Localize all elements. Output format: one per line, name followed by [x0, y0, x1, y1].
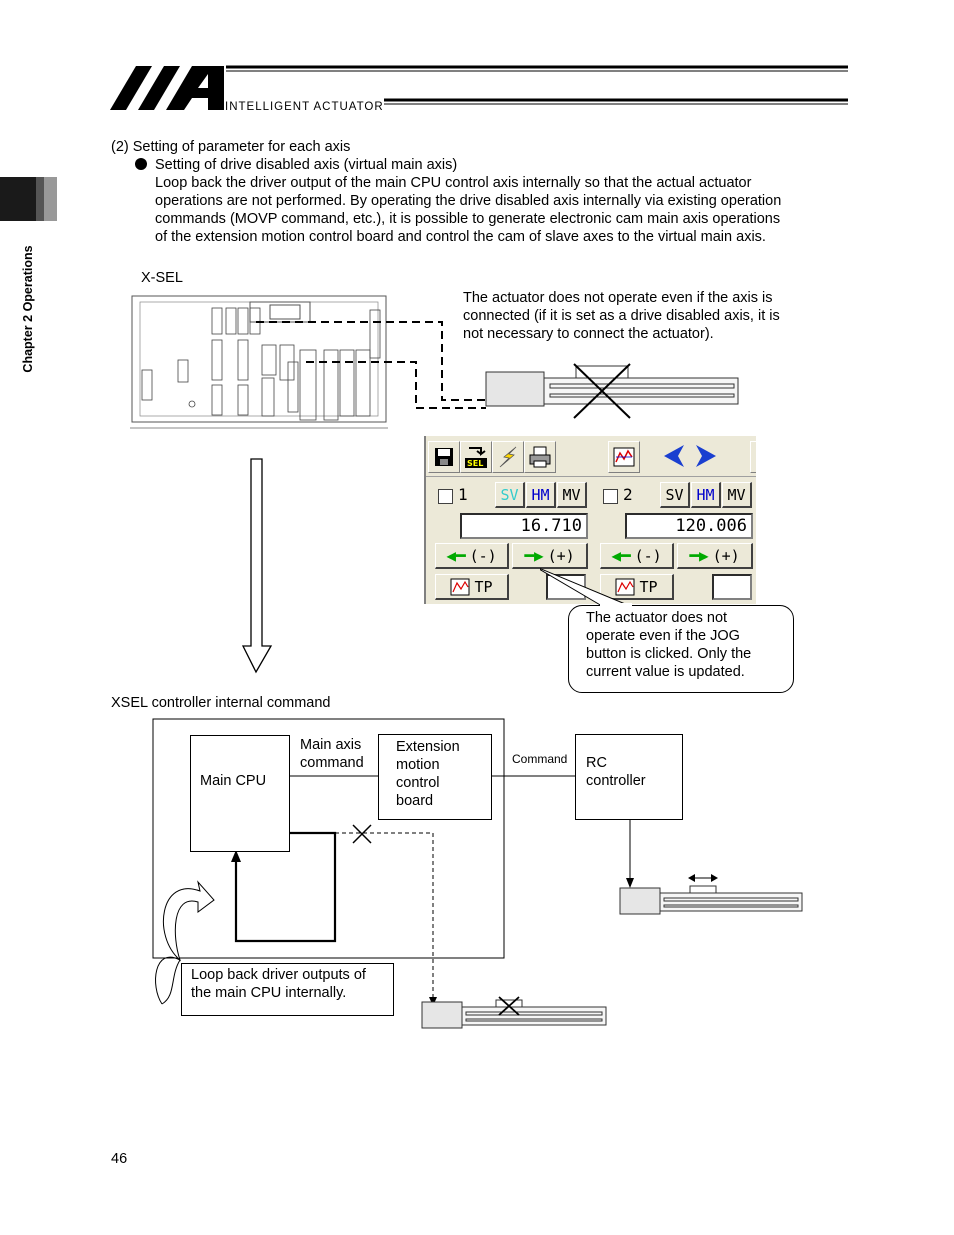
command-label: Command — [512, 752, 568, 766]
tp-chart-icon — [450, 578, 470, 595]
callout-gap — [600, 603, 632, 607]
axis-1-tp-button[interactable]: TP — [435, 574, 509, 600]
axis-1-mv-button[interactable]: MV — [557, 482, 587, 508]
axis-2-tp-button[interactable]: TP — [600, 574, 674, 600]
main-cpu-box — [190, 735, 290, 852]
bullet-dot — [135, 158, 147, 170]
loopback-note-box — [181, 963, 394, 1016]
header-logo — [110, 65, 848, 110]
loopback-line-2: the main CPU internally. — [191, 985, 347, 1001]
callout-pointer — [540, 567, 631, 607]
tp-chart-icon — [615, 578, 635, 595]
note-line-2: connected (if it is set as a drive disab… — [463, 308, 780, 324]
body-line-3: commands (MOVP command, etc.), it is pos… — [155, 211, 781, 227]
callout-line-3: button is clicked. Only the — [586, 646, 752, 662]
axis-2-tp-field[interactable] — [712, 574, 752, 600]
axis-2-jog-plus-button[interactable]: ━▶(+) — [677, 543, 753, 569]
right-arrow-icon[interactable] — [690, 441, 720, 471]
axis-2-sv-button[interactable]: SV — [660, 482, 690, 508]
note-line-3: not necessary to connect the actuator). — [463, 326, 714, 342]
toolbar: SEL — [426, 436, 756, 477]
callout-line-4: current value is updated. — [586, 664, 745, 680]
main-cpu-label: Main CPU — [200, 773, 267, 789]
main-axis-command-line-2: command — [300, 755, 364, 771]
loopback-line-1: Loop back driver outputs of — [191, 967, 366, 983]
body-line-1: Loop back the driver output of the main … — [155, 175, 752, 191]
axis-2-jog-minus-button[interactable]: ◀━(-) — [600, 543, 674, 569]
down-arrow-icon — [241, 458, 273, 674]
main-axis-command-line-1: Main axis — [300, 737, 362, 753]
rc-controller-line-1: RC — [586, 755, 607, 771]
bullet-title: Setting of drive disabled axis (virtual … — [155, 157, 458, 173]
page-number: 46 — [111, 1151, 128, 1167]
axis-2-number: 2 — [623, 485, 633, 504]
axis-1-number: 1 — [458, 485, 468, 504]
extension-board-box — [378, 734, 492, 820]
extension-board-line-2: motion — [396, 757, 440, 773]
extension-board-line-4: board — [396, 793, 434, 809]
controller-drawing — [130, 295, 739, 429]
green-right-arrow-icon: ━▶ — [689, 546, 709, 565]
chart-icon[interactable] — [608, 441, 640, 473]
axis-1-jog-minus-button[interactable]: ◀━(-) — [435, 543, 509, 569]
green-right-arrow-icon: ━▶ — [524, 546, 544, 565]
figure2-title: XSEL controller internal command — [111, 695, 331, 711]
sel-transfer-icon[interactable]: SEL — [460, 441, 492, 473]
axis-2-checkbox[interactable] — [603, 489, 618, 504]
left-arrow-icon[interactable] — [660, 441, 690, 471]
axis-1-checkbox[interactable] — [438, 489, 453, 504]
axis-2-hm-button[interactable]: HM — [691, 482, 721, 508]
section-heading: (2) Setting of parameter for each axis — [111, 139, 351, 155]
axis-1-hm-button[interactable]: HM — [526, 482, 556, 508]
rc-controller-line-2: controller — [586, 773, 646, 789]
callout-bubble — [568, 605, 794, 693]
print-icon[interactable] — [524, 441, 556, 473]
extension-board-line-3: control — [396, 775, 440, 791]
axis-1-jog-plus-button[interactable]: ━▶(+) — [512, 543, 588, 569]
chapter-tab — [0, 177, 57, 221]
callout-line-2: operate even if the JOG — [586, 628, 740, 644]
toolbar-overflow — [750, 441, 756, 473]
axis-2-mv-button[interactable]: MV — [722, 482, 752, 508]
brand-text: INTELLIGENT ACTUATOR — [225, 101, 384, 113]
green-left-arrow-icon: ◀━ — [446, 546, 466, 565]
block-diagram — [152, 718, 803, 1029]
axis-1-sv-button[interactable]: SV — [495, 482, 525, 508]
callout-line-1: The actuator does not — [586, 610, 728, 626]
note-line-1: The actuator does not operate even if th… — [463, 290, 773, 306]
chapter-label: Chapter 2 Operations — [21, 245, 35, 373]
body-line-4: of the extension motion control board an… — [155, 229, 766, 245]
rc-controller-box — [575, 734, 683, 820]
green-left-arrow-icon: ◀━ — [611, 546, 631, 565]
save-icon[interactable] — [428, 441, 460, 473]
flash-icon[interactable] — [492, 441, 524, 473]
jog-panel: SEL 1 SV HM MV 16.710 ◀━(-) ━▶(+) TP 2 — [424, 436, 756, 604]
extension-board-line-1: Extension — [396, 739, 460, 755]
body-line-2: operations are not performed. By operati… — [155, 193, 782, 209]
axis-2-position-field: 120.006 — [625, 513, 753, 539]
axis-1-position-field: 16.710 — [460, 513, 588, 539]
controller-label: X-SEL — [141, 270, 183, 286]
svg-text:SEL: SEL — [467, 459, 483, 468]
